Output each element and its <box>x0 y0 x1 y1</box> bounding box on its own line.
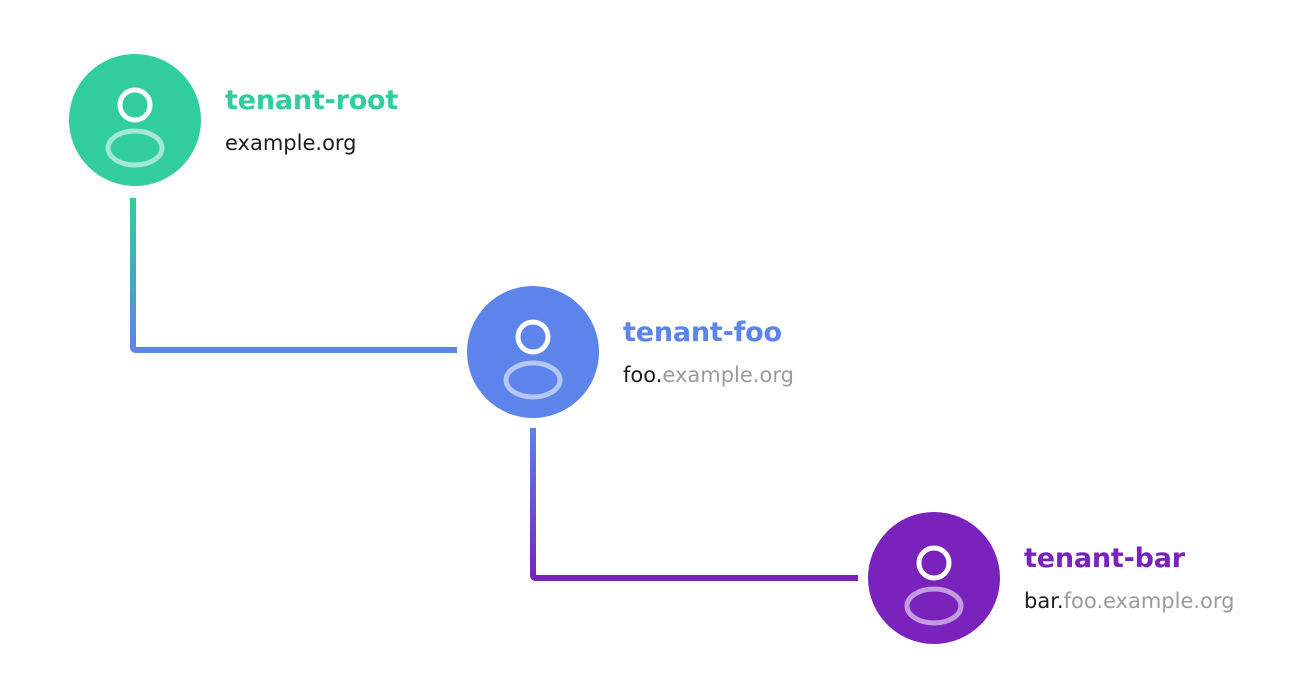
avatar-body-icon <box>105 128 165 168</box>
node-subtitle-tenant-foo: foo.example.org <box>623 362 794 387</box>
domain-prefix: foo. <box>623 362 663 387</box>
avatar-body-icon <box>503 360 563 400</box>
avatar-head-icon <box>117 87 153 123</box>
person-avatar-icon <box>69 54 201 186</box>
domain-prefix: bar. <box>1024 588 1064 613</box>
person-avatar-icon <box>467 286 599 418</box>
node-subtitle-tenant-bar: bar.foo.example.org <box>1024 588 1235 613</box>
node-subtitle-tenant-root: example.org <box>225 130 398 155</box>
labels-tenant-root: tenant-root example.org <box>225 87 398 154</box>
labels-tenant-bar: tenant-bar bar.foo.example.org <box>1024 545 1235 612</box>
avatar-tenant-foo[interactable] <box>467 286 599 418</box>
avatar-tenant-bar[interactable] <box>868 512 1000 644</box>
domain-rest: example.org <box>225 130 357 155</box>
avatar-body-icon <box>904 586 964 626</box>
domain-rest: example.org <box>662 362 794 387</box>
node-tenant-foo[interactable]: tenant-foo foo.example.org <box>467 286 794 418</box>
avatar-tenant-root[interactable] <box>69 54 201 186</box>
node-title-tenant-foo: tenant-foo <box>623 316 782 348</box>
node-tenant-root[interactable]: tenant-root example.org <box>69 54 398 186</box>
node-tenant-bar[interactable]: tenant-bar bar.foo.example.org <box>868 512 1235 644</box>
node-title-tenant-root: tenant-root <box>225 84 399 116</box>
avatar-head-icon <box>515 319 551 355</box>
node-title-tenant-bar: tenant-bar <box>1024 542 1185 574</box>
avatar-head-icon <box>916 545 952 581</box>
edge-root-to-foo <box>130 198 457 353</box>
person-avatar-icon <box>868 512 1000 644</box>
edge-foo-to-bar <box>530 428 858 581</box>
domain-rest: foo.example.org <box>1063 588 1235 613</box>
labels-tenant-foo: tenant-foo foo.example.org <box>623 319 794 386</box>
